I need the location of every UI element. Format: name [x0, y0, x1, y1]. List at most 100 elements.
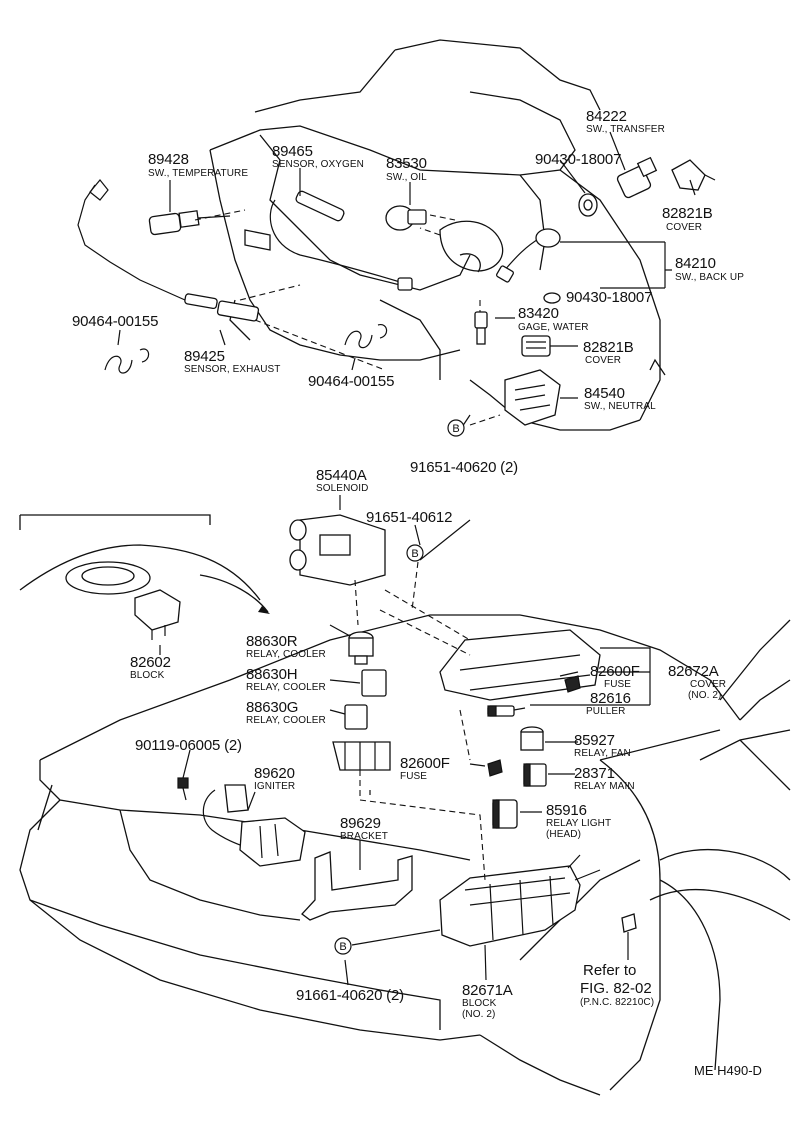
label-83530: 83530 SW., OIL: [386, 155, 427, 183]
reference-part: [621, 913, 637, 933]
svg-text:Refer to: Refer to: [583, 962, 636, 979]
svg-text:RELAY, FAN: RELAY, FAN: [574, 748, 631, 759]
label-91661: 91661-40620 (2): [296, 987, 404, 1004]
svg-text:GAGE, WATER: GAGE, WATER: [518, 322, 589, 333]
svg-text:82672A: 82672A: [668, 663, 719, 680]
svg-text:89425: 89425: [184, 348, 225, 365]
svg-text:FUSE: FUSE: [400, 771, 427, 782]
label-85916: 85916 RELAY LIGHT (HEAD): [546, 802, 611, 840]
clip-b-part: [344, 324, 388, 349]
svg-text:B: B: [452, 423, 459, 435]
svg-text:FIG. 82-02: FIG. 82-02: [580, 980, 652, 997]
svg-text:91661-40620 (2): 91661-40620 (2): [296, 987, 404, 1004]
svg-text:(HEAD): (HEAD): [546, 829, 581, 840]
label-82616: 82616 PULLER: [586, 690, 631, 717]
svg-text:B: B: [411, 548, 418, 560]
svg-text:89620: 89620: [254, 765, 295, 782]
fuse-block-part: [439, 854, 581, 947]
svg-text:SW., TRANSFER: SW., TRANSFER: [586, 124, 665, 135]
label-90464-left: 90464-00155: [72, 313, 158, 330]
fuse-cluster-part: [332, 741, 391, 771]
fuse-box-cover-part: [439, 629, 601, 701]
svg-text:91651-40612: 91651-40612: [366, 509, 452, 526]
label-82602: 82602 BLOCK: [130, 654, 171, 681]
part-labels: 89428 SW., TEMPERATURE 89465 SENSOR, OXY…: [72, 108, 762, 1078]
b-marker-top: B: [447, 419, 465, 437]
label-90119: 90119-06005 (2): [135, 737, 242, 754]
svg-text:RELAY, COOLER: RELAY, COOLER: [246, 682, 326, 693]
svg-text:FUSE: FUSE: [604, 679, 631, 690]
svg-text:RELAY LIGHT: RELAY LIGHT: [546, 818, 611, 829]
label-84222: 84222 SW., TRANSFER: [586, 108, 665, 135]
svg-text:85440A: 85440A: [316, 467, 367, 484]
fuse-a-part: [564, 675, 581, 693]
svg-text:84540: 84540: [584, 385, 625, 402]
svg-text:RELAY, COOLER: RELAY, COOLER: [246, 715, 326, 726]
svg-text:82600F: 82600F: [400, 755, 450, 772]
puller-part: [487, 705, 515, 717]
label-91651-mid: 91651-40612: [366, 509, 452, 526]
transfer-switch-part: [578, 156, 658, 217]
svg-text:89465: 89465: [272, 143, 313, 160]
leader-lines: [117, 131, 721, 986]
svg-text:(P.N.C. 82210C): (P.N.C. 82210C): [580, 997, 654, 1008]
svg-text:SW., NEUTRAL: SW., NEUTRAL: [584, 401, 656, 412]
svg-text:SW., OIL: SW., OIL: [386, 172, 427, 183]
relay-cooler-g-part: [344, 704, 368, 730]
label-82600f-bottom: 82600F FUSE: [400, 755, 450, 782]
engine-outline: [209, 39, 666, 431]
svg-text:90119-06005 (2): 90119-06005 (2): [135, 737, 242, 754]
cover-mid-part: [521, 335, 551, 357]
reference-note: Refer to FIG. 82-02 (P.N.C. 82210C): [580, 962, 654, 1008]
label-82672a: 82672A COVER (NO. 2): [668, 663, 726, 701]
label-85927: 85927 RELAY, FAN: [574, 732, 631, 759]
svg-text:RELAY MAIN: RELAY MAIN: [574, 781, 635, 792]
svg-text:89428: 89428: [148, 151, 189, 168]
svg-text:COVER: COVER: [666, 222, 702, 233]
svg-text:SW., TEMPERATURE: SW., TEMPERATURE: [148, 168, 248, 179]
exhaust-sensor-part: [77, 179, 260, 322]
label-82821b-top: 82821B COVER: [662, 205, 713, 233]
svg-text:82671A: 82671A: [462, 982, 513, 999]
svg-text:84210: 84210: [675, 255, 716, 272]
neutral-switch-part: [504, 369, 561, 426]
inset-block-part: [134, 589, 181, 640]
svg-text:82616: 82616: [590, 690, 631, 707]
svg-text:88630G: 88630G: [246, 699, 298, 716]
svg-text:28371: 28371: [574, 765, 615, 782]
relay-fan-part: [520, 726, 544, 751]
igniter-part: [202, 784, 306, 867]
label-84540: 84540 SW., NEUTRAL: [584, 385, 656, 412]
temperature-switch-part: [148, 210, 231, 236]
svg-text:B: B: [339, 941, 346, 953]
b-marker-mid: B: [406, 544, 424, 562]
svg-text:90464-00155: 90464-00155: [308, 373, 394, 390]
svg-text:82821B: 82821B: [583, 339, 634, 356]
water-gage-part: [474, 311, 488, 345]
relay-cooler-h-part: [361, 669, 387, 697]
svg-text:RELAY, COOLER: RELAY, COOLER: [246, 649, 326, 660]
svg-text:90430-18007: 90430-18007: [535, 151, 621, 168]
cover-top-part: [671, 159, 716, 191]
svg-text:PULLER: PULLER: [586, 706, 626, 717]
bolt-part: [177, 777, 189, 801]
label-91651-top: 91651-40620 (2): [410, 459, 518, 476]
label-89629: 89629 BRACKET: [340, 815, 388, 842]
svg-text:82821B: 82821B: [662, 205, 713, 222]
svg-text:(NO. 2): (NO. 2): [462, 1009, 495, 1020]
label-90430-mid: 90430-18007: [566, 289, 652, 306]
svg-text:BRACKET: BRACKET: [340, 831, 388, 842]
label-88630r: 88630R RELAY, COOLER: [246, 633, 326, 660]
label-88630h: 88630H RELAY, COOLER: [246, 666, 326, 693]
relay-light-part: [492, 799, 518, 829]
svg-text:89629: 89629: [340, 815, 381, 832]
svg-text:90464-00155: 90464-00155: [72, 313, 158, 330]
svg-text:83420: 83420: [518, 305, 559, 322]
svg-text:ME H490-D: ME H490-D: [694, 1063, 762, 1078]
label-89465: 89465 SENSOR, OXYGEN: [272, 143, 364, 170]
svg-text:SENSOR, EXHAUST: SENSOR, EXHAUST: [184, 364, 281, 375]
car-body-outline: [19, 514, 791, 1096]
svg-text:COVER: COVER: [585, 355, 621, 366]
oxygen-sensor-part: [269, 190, 413, 291]
